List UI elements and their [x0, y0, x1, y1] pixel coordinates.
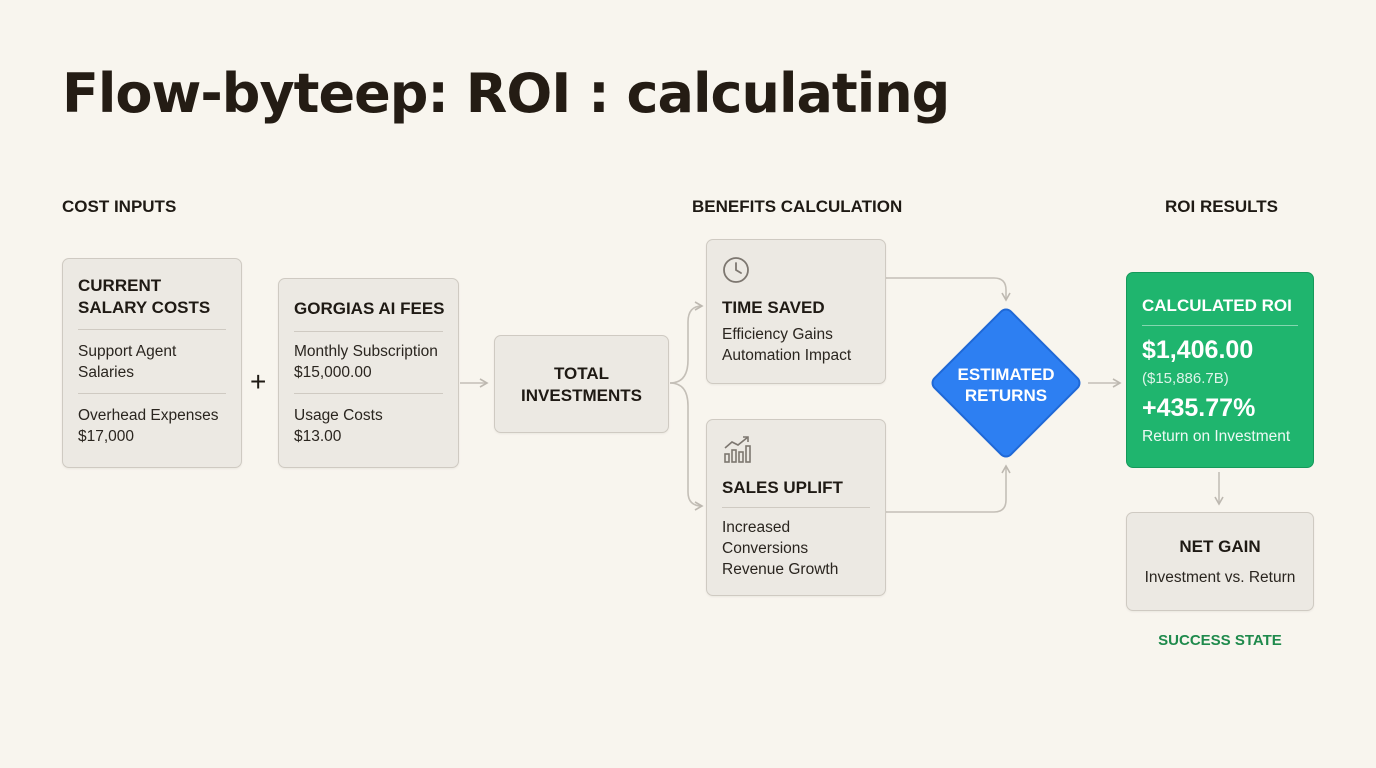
net-gain-card[interactable]: NET GAIN Investment vs. Return [1126, 512, 1314, 611]
monthly-subscription-label: Monthly Subscription [294, 343, 438, 360]
time-saved-title: TIME SAVED [722, 298, 825, 317]
page-title: Flow-byteep: ROI : calculating [62, 62, 950, 125]
roi-amount: $1,406.00 [1142, 336, 1254, 364]
roi-sub-amount: ($15,886.7B) [1142, 370, 1229, 387]
ai-fees-title: GORGIAS AI FEES [294, 299, 445, 318]
ai-fees-card[interactable]: GORGIAS AI FEES Monthly Subscription $15… [278, 278, 459, 468]
roi-label: Return on Investment [1142, 428, 1291, 445]
estimated-returns-label: ESTIMATED RETURNS [930, 364, 1082, 406]
efficiency-gains-label: Efficiency Gains [722, 326, 833, 343]
divider [78, 329, 226, 330]
calculated-roi-title: CALCULATED ROI [1142, 296, 1292, 315]
total-investments-line1: TOTAL [553, 364, 610, 383]
section-cost-inputs: COST INPUTS [62, 197, 177, 216]
total-investments-node[interactable]: TOTAL INVESTMENTS [494, 335, 669, 433]
arrow-total-to-sales-uplift [669, 382, 704, 511]
bar-chart-icon [724, 436, 751, 463]
net-gain-title: NET GAIN [1179, 537, 1261, 556]
sales-uplift-title: SALES UPLIFT [722, 478, 843, 497]
monthly-subscription-value: $15,000.00 [294, 364, 372, 381]
increased-label: Increased [722, 519, 791, 536]
divider [78, 393, 226, 394]
success-state-label: SUCCESS STATE [1158, 632, 1282, 649]
net-gain-text: Investment vs. Return [1144, 569, 1296, 586]
revenue-growth-label: Revenue Growth [722, 561, 839, 578]
overhead-expenses-value: $17,000 [78, 428, 135, 445]
roi-percent: +435.77% [1142, 394, 1256, 422]
automation-impact-label: Automation Impact [722, 347, 852, 364]
section-roi-results: ROI RESULTS [1165, 197, 1279, 216]
divider [294, 393, 443, 394]
conversions-label: Conversions [722, 540, 809, 557]
salary-costs-title-line1: CURRENT [78, 276, 162, 295]
overhead-expenses-label: Overhead Expenses [78, 407, 219, 424]
calculated-roi-card[interactable]: CALCULATED ROI $1,406.00 ($15,886.7B) +4… [1126, 272, 1314, 468]
plus-operator: + [250, 366, 267, 397]
divider [722, 507, 870, 508]
time-saved-card[interactable]: TIME SAVED Efficiency Gains Automation I… [706, 239, 886, 384]
estimated-returns-line1: ESTIMATED [957, 365, 1055, 384]
total-investments-line2: INVESTMENTS [521, 386, 642, 405]
support-agent-label: Support Agent [78, 343, 177, 360]
usage-costs-value: $13.00 [294, 428, 342, 445]
sales-uplift-card[interactable]: SALES UPLIFT Increased Conversions Reven… [706, 419, 886, 596]
divider [294, 331, 443, 332]
arrow-time-saved-to-returns [886, 277, 1011, 302]
clock-icon [723, 257, 749, 283]
divider [1142, 325, 1298, 326]
section-benefits-calculation: BENEFITS CALCULATION [692, 197, 903, 216]
usage-costs-label: Usage Costs [294, 407, 383, 424]
salary-costs-title-line2: SALARY COSTS [78, 298, 211, 317]
arrow-sales-uplift-to-returns [886, 464, 1011, 513]
salary-costs-card[interactable]: CURRENT SALARY COSTS Support Agent Salar… [62, 258, 242, 468]
arrow-total-to-time-saved [669, 301, 704, 384]
salaries-label: Salaries [78, 364, 134, 381]
estimated-returns-line2: RETURNS [964, 386, 1048, 405]
